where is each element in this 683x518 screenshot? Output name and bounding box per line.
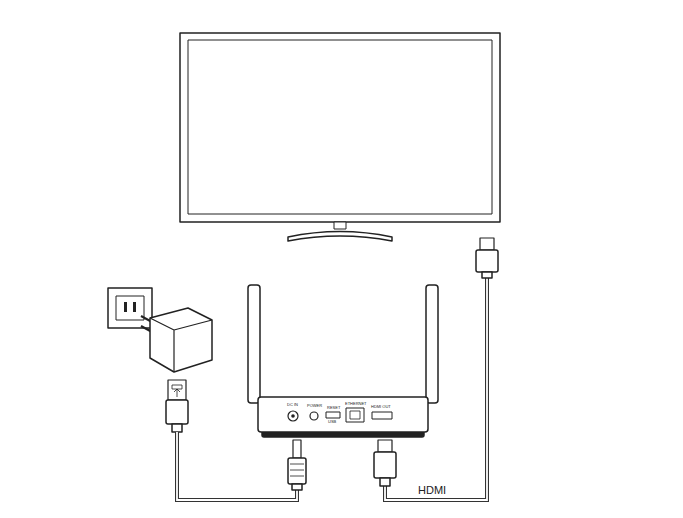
dc-port	[288, 411, 298, 421]
port-label: USB	[328, 420, 336, 424]
usb-plug	[168, 380, 186, 400]
usb-port	[326, 412, 340, 418]
cable-label: HDMI	[416, 485, 448, 496]
antenna	[248, 285, 260, 403]
ethernet-port	[346, 408, 364, 422]
port-label: POWER	[307, 404, 322, 408]
barrel-plug	[293, 440, 301, 458]
hdmi-cable	[385, 278, 487, 500]
port-label: RESET	[327, 406, 340, 410]
port-label: DC IN	[287, 403, 298, 407]
tv-frame	[180, 33, 500, 222]
power-cable	[177, 432, 297, 500]
antenna	[426, 285, 438, 403]
hdmi-port	[372, 412, 392, 419]
port-label: HDMI OUT	[371, 405, 391, 409]
tv-stand	[288, 232, 392, 242]
power-button	[310, 412, 318, 420]
receiver-box	[258, 397, 428, 432]
tv-screen	[188, 40, 492, 214]
hdmi-plug	[378, 440, 392, 452]
wall-outlet	[108, 288, 152, 328]
port-label: ETHERNET	[345, 402, 367, 406]
power-adapter	[150, 308, 212, 372]
hdmi-plug	[480, 238, 494, 250]
